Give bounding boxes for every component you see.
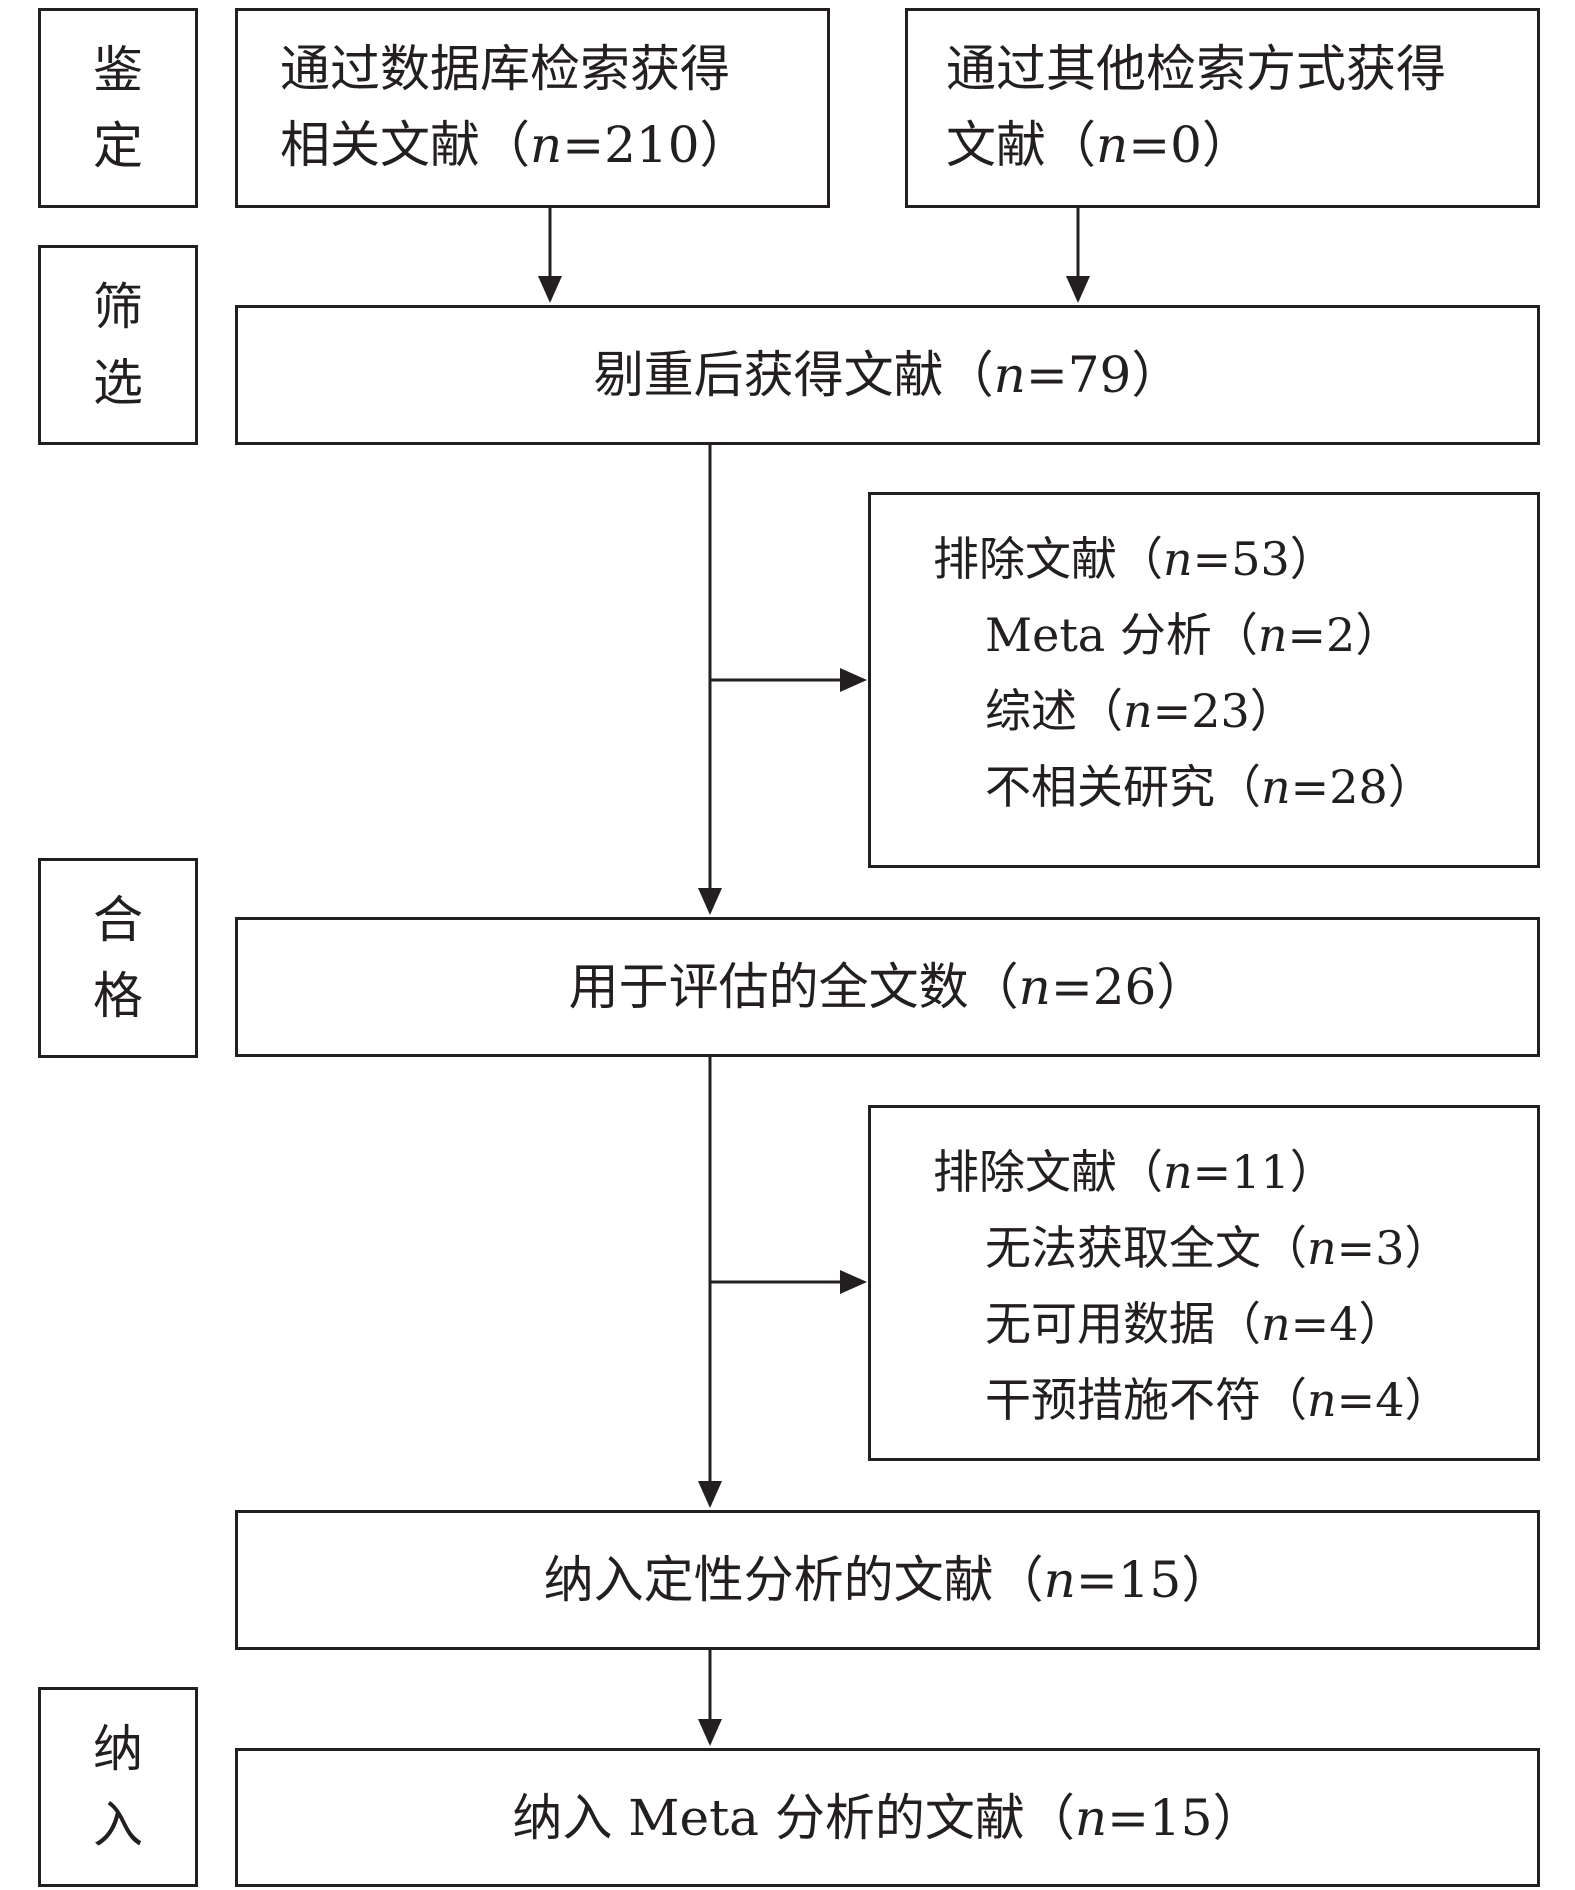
sample-size-symbol: n	[1261, 760, 1291, 814]
full-text-assessed-box: 用于评估的全文数（n=26）	[235, 917, 1540, 1057]
sample-size-symbol: n	[1074, 1788, 1108, 1847]
sample-size-symbol: n	[1163, 532, 1193, 586]
other-search-box: 通过其他检索方式获得 文献（n=0）	[905, 8, 1540, 208]
sample-size-symbol: n	[1261, 1297, 1291, 1351]
sample-size-symbol: n	[1307, 1221, 1337, 1275]
arrowhead-qualitative-to-meta	[698, 1719, 722, 1746]
arrowhead-db-to-dedup	[538, 276, 562, 303]
stage-eligibility-char-1: 合	[93, 891, 143, 949]
sample-size-symbol: n	[1018, 958, 1051, 1016]
excluded-2-heading: 排除文献（n=11）	[933, 1145, 1336, 1199]
excluded-1-item-meta: Meta 分析（n=2）	[985, 608, 1402, 662]
stage-eligibility-char-2: 格	[93, 967, 143, 1025]
excluded-2-item-intervention: 干预措施不符（n=4）	[985, 1373, 1451, 1427]
sample-size-symbol: n	[993, 346, 1026, 404]
meta-analysis-label: 纳入 Meta 分析的文献（n=15）	[512, 1788, 1263, 1847]
full-text-assessed-label: 用于评估的全文数（n=26）	[568, 958, 1207, 1016]
database-search-line-2: 相关文献（n=210）	[280, 116, 750, 174]
excluded-2-item-no-fulltext: 无法获取全文（n=3）	[985, 1221, 1451, 1275]
sample-size-symbol: n	[1257, 608, 1288, 662]
stage-included-char-1: 纳	[93, 1720, 143, 1778]
excluded-records-box-1: 排除文献（n=53） Meta 分析（n=2） 综述（n=23） 不相关研究（n…	[868, 492, 1540, 868]
stage-included-char-2: 入	[93, 1796, 143, 1854]
after-dedup-label: 剔重后获得文献（n=79）	[593, 346, 1182, 404]
other-search-line-2: 文献（n=0）	[946, 116, 1252, 174]
after-dedup-box: 剔重后获得文献（n=79）	[235, 305, 1540, 445]
stage-eligibility: 合 格	[38, 858, 198, 1058]
sample-size-symbol: n	[1096, 116, 1129, 174]
database-search-line-1: 通过数据库检索获得	[280, 40, 730, 98]
stage-identification-char-1: 鉴	[93, 41, 143, 99]
excluded-2-item-no-data: 无可用数据（n=4）	[985, 1297, 1405, 1351]
sample-size-symbol: n	[530, 116, 563, 174]
stage-identification-char-2: 定	[93, 117, 143, 175]
stage-identification: 鉴 定	[38, 8, 198, 208]
other-search-line-1: 通过其他检索方式获得	[946, 40, 1446, 98]
stage-screening-char-2: 选	[93, 354, 143, 412]
stage-screening-char-1: 筛	[93, 278, 143, 336]
excluded-1-item-review: 综述（n=23）	[985, 684, 1296, 738]
excluded-records-box-2: 排除文献（n=11） 无法获取全文（n=3） 无可用数据（n=4） 干预措施不符…	[868, 1105, 1540, 1461]
arrowhead-dedup-to-fulltext	[698, 888, 722, 915]
arrowhead-fulltext-to-qualitative	[698, 1481, 722, 1508]
sample-size-symbol: n	[1307, 1373, 1337, 1427]
qualitative-synthesis-label: 纳入定性分析的文献（n=15）	[543, 1551, 1232, 1609]
excluded-1-item-irrelevant: 不相关研究（n=28）	[985, 760, 1434, 814]
sample-size-symbol: n	[1123, 684, 1153, 738]
arrowhead-other-to-dedup	[1066, 276, 1090, 303]
stage-included: 纳 入	[38, 1687, 198, 1887]
sample-size-symbol: n	[1043, 1551, 1076, 1609]
sample-size-symbol: n	[1163, 1145, 1193, 1199]
arrowhead-to-excluded-1	[840, 668, 867, 692]
database-search-box: 通过数据库检索获得 相关文献（n=210）	[235, 8, 830, 208]
stage-screening: 筛 选	[38, 245, 198, 445]
qualitative-synthesis-box: 纳入定性分析的文献（n=15）	[235, 1510, 1540, 1650]
meta-analysis-box: 纳入 Meta 分析的文献（n=15）	[235, 1748, 1540, 1887]
excluded-1-heading: 排除文献（n=53）	[933, 532, 1336, 586]
arrowhead-to-excluded-2	[840, 1270, 867, 1294]
